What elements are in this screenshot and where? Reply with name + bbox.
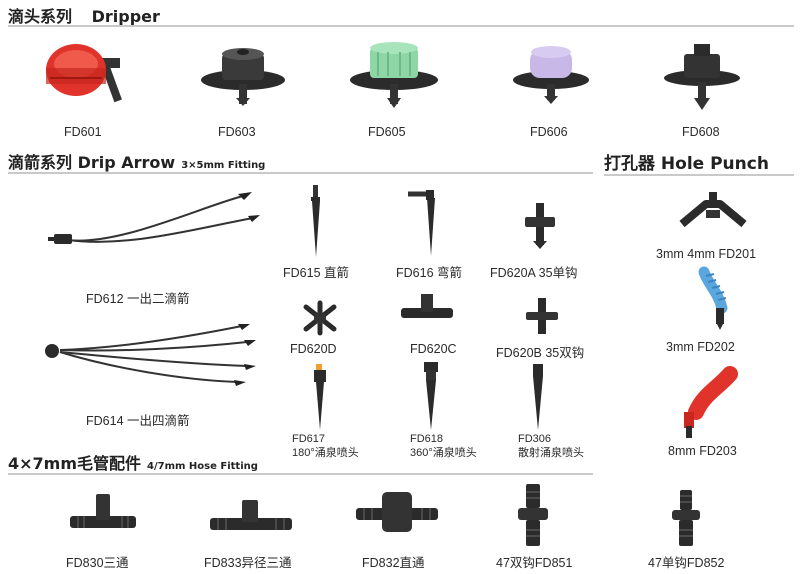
hose-fitting-divider bbox=[8, 473, 593, 475]
fd852-single-hook-image bbox=[672, 490, 700, 546]
fd832-label: FD832直通 bbox=[362, 556, 425, 570]
fd618-sprinkler-image bbox=[424, 362, 438, 430]
fd620b-double-hook-image bbox=[526, 298, 558, 334]
fd618-desc: 360°涌泉喷头 bbox=[410, 447, 477, 459]
fd617-code: FD617 bbox=[292, 433, 326, 445]
fd614-drip-arrow-image bbox=[45, 324, 256, 386]
fd201-label: 3mm 4mm FD201 bbox=[656, 247, 757, 261]
fd201-punch-image bbox=[679, 192, 747, 228]
dripper-section-title: 滴头系列 Dripper bbox=[8, 3, 160, 27]
fd606-label: FD606 bbox=[530, 125, 568, 139]
fd830-label: FD830三通 bbox=[66, 556, 129, 570]
fd603-label: FD603 bbox=[218, 125, 256, 139]
fd620b-label: FD620B 35双钩 bbox=[496, 346, 585, 360]
fd306-sprinkler-image bbox=[533, 364, 543, 430]
fd606-dripper-image bbox=[513, 46, 589, 104]
fd620a-hook-image bbox=[525, 203, 555, 249]
fd306-desc: 散射涌泉喷头 bbox=[518, 447, 584, 459]
dripper-title-en: Dripper bbox=[91, 7, 160, 26]
drip-arrow-title: 滴箭系列 Drip Arrow bbox=[8, 153, 176, 172]
fd616-label: FD616 弯箭 bbox=[396, 266, 462, 280]
fd851-double-hook-image bbox=[518, 484, 548, 546]
fd203-label: 8mm FD203 bbox=[668, 444, 737, 458]
hose-fitting-section-title: 4×7mm毛管配件 4/7mm Hose Fitting bbox=[8, 450, 258, 474]
hose-fitting-subtitle: 4/7mm Hose Fitting bbox=[147, 461, 258, 472]
fd612-label: FD612 一出二滴箭 bbox=[86, 292, 190, 306]
fd605-dripper-image bbox=[350, 42, 438, 108]
fd618-label: FD618 360°涌泉喷头 bbox=[410, 432, 477, 460]
fd601-label: FD601 bbox=[64, 125, 102, 139]
fd617-desc: 180°涌泉喷头 bbox=[292, 447, 359, 459]
fd620a-label: FD620A 35单钩 bbox=[490, 266, 578, 280]
fd620d-cross-image bbox=[303, 300, 337, 336]
fd830-tee-image bbox=[70, 494, 136, 528]
drip-arrow-subtitle: 3×5mm Fitting bbox=[181, 160, 266, 171]
drip-arrow-divider bbox=[8, 172, 593, 174]
hole-punch-divider bbox=[604, 174, 794, 176]
drip-arrow-section-title: 滴箭系列 Drip Arrow 3×5mm Fitting bbox=[8, 149, 265, 173]
fd615-label: FD615 直箭 bbox=[283, 266, 349, 280]
hose-fitting-title: 4×7mm毛管配件 bbox=[8, 454, 142, 473]
fd605-label: FD605 bbox=[368, 125, 406, 139]
fd833-label: FD833异径三通 bbox=[204, 556, 292, 570]
fd202-punch-image bbox=[698, 266, 728, 330]
hole-punch-section-title: 打孔器 Hole Punch bbox=[604, 154, 769, 174]
fd833-reducing-tee-image bbox=[210, 500, 292, 530]
fd616-bent-arrow-image bbox=[408, 190, 435, 256]
fd603-dripper-image bbox=[201, 48, 285, 106]
fd852-label: 47单钩FD852 bbox=[648, 556, 725, 570]
fd203-punch-image bbox=[684, 366, 738, 438]
fd617-sprinkler-image bbox=[314, 364, 326, 430]
fd620c-label: FD620C bbox=[410, 342, 457, 356]
dripper-title-cn: 滴头系列 bbox=[8, 7, 73, 26]
fd851-label: 47双钩FD851 bbox=[496, 556, 573, 570]
dripper-divider bbox=[8, 25, 794, 27]
fd306-code: FD306 bbox=[518, 433, 552, 445]
fd306-label: FD306 散射涌泉喷头 bbox=[518, 432, 584, 460]
fd620d-label: FD620D bbox=[290, 342, 337, 356]
fd832-straight-image bbox=[356, 492, 438, 532]
fd608-dripper-image bbox=[664, 44, 740, 110]
fd615-straight-arrow-image bbox=[311, 185, 320, 257]
fd612-drip-arrow-image bbox=[48, 192, 260, 244]
fd202-label: 3mm FD202 bbox=[666, 340, 735, 354]
fd620c-tee-image bbox=[401, 294, 453, 318]
fd614-label: FD614 一出四滴箭 bbox=[86, 414, 190, 428]
fd617-label: FD617 180°涌泉喷头 bbox=[292, 432, 359, 460]
fd618-code: FD618 bbox=[410, 433, 444, 445]
fd608-label: FD608 bbox=[682, 125, 720, 139]
fd601-dripper-image bbox=[46, 44, 122, 103]
